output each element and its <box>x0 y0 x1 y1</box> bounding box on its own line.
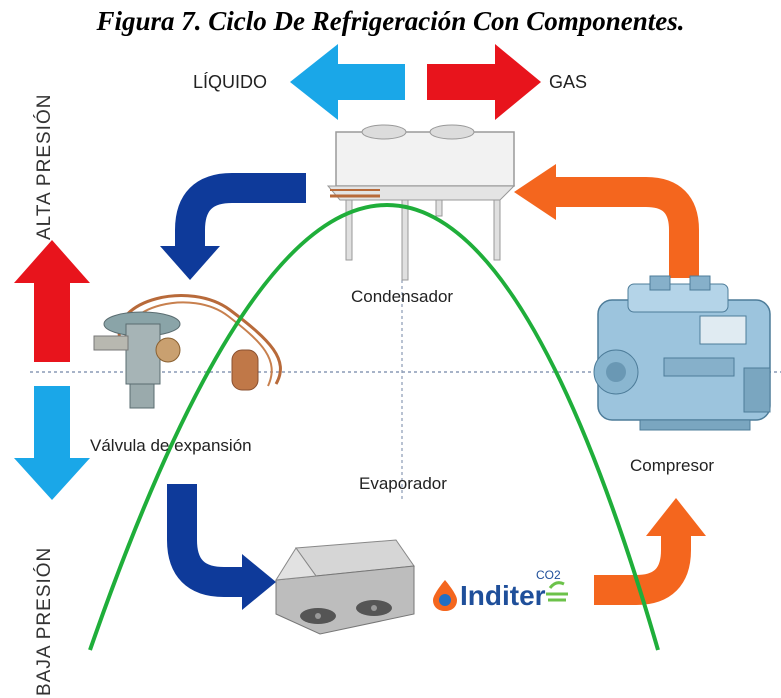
drop-icon <box>433 580 457 611</box>
condensador-unit-icon <box>326 124 516 281</box>
logo-text: Inditer <box>460 580 546 611</box>
label-valvula: Válvula de expansión <box>90 436 252 455</box>
figure-caption: Figura 7. Ciclo De Refrigeración Con Com… <box>96 6 685 36</box>
alta-presion-arrow <box>14 240 90 362</box>
label-condensador: Condensador <box>351 287 454 306</box>
evaporador-to-compresor-arrow <box>594 534 691 605</box>
label-evaporador: Evaporador <box>359 474 447 493</box>
valvula-to-evaporador-head <box>242 554 276 610</box>
baja-presion-arrow <box>14 386 90 500</box>
inditer-logo: Inditer CO2 <box>430 568 570 618</box>
label-compresor: Compresor <box>630 456 715 475</box>
label-gas: GAS <box>549 72 588 92</box>
liquido-arrow <box>290 44 405 120</box>
gas-arrow <box>427 44 541 120</box>
valvula-expansion-icon <box>93 294 282 409</box>
compresor-to-condensador-head <box>514 164 556 220</box>
label-alta-presion: ALTA PRESIÓN <box>34 93 55 240</box>
compresor-to-condensador-arrow <box>552 177 699 278</box>
condensador-to-valvula-head <box>160 246 220 280</box>
compresor-unit-icon <box>593 275 771 431</box>
condensador-to-valvula-arrow <box>175 173 306 248</box>
evaporador-unit-icon <box>275 539 415 635</box>
label-baja-presion: BAJA PRESIÓN <box>34 546 55 696</box>
phase-boundary-curve <box>88 203 660 651</box>
label-liquido: LÍQUIDO <box>193 72 268 92</box>
logo-sub: CO2 <box>536 568 561 582</box>
valvula-to-evaporador-arrow <box>167 484 244 597</box>
leaf-icon <box>546 581 568 602</box>
evaporador-to-compresor-head <box>646 498 706 536</box>
